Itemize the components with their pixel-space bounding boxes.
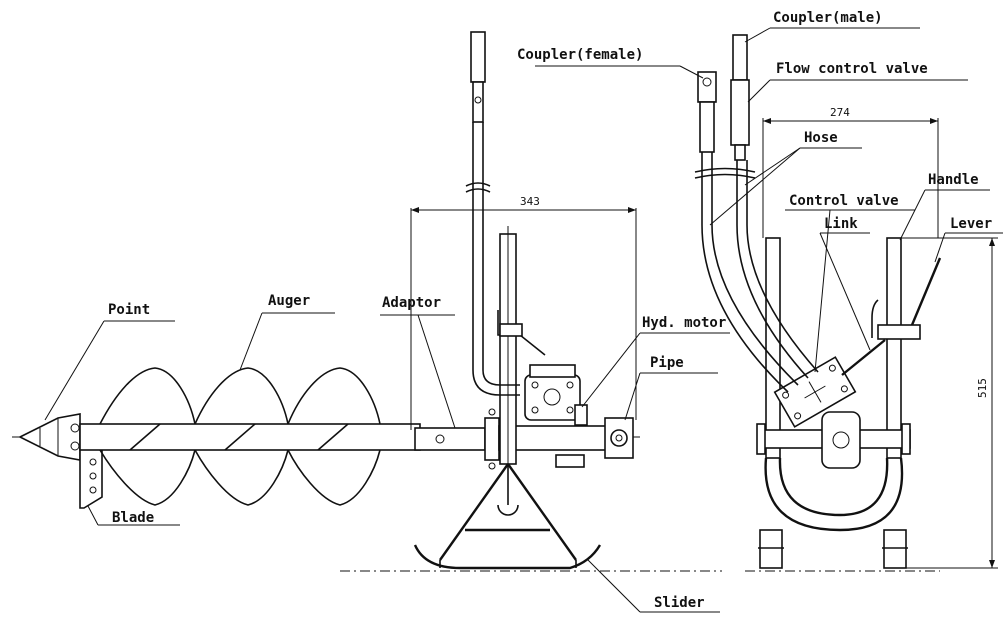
hyd-motor (524, 364, 588, 468)
label-flow-control-valve: Flow control valve (776, 61, 928, 77)
dimension-274-text: 274 (830, 106, 850, 119)
label-coupler-female: Coupler(female) (517, 47, 643, 63)
label-blade: Blade (112, 510, 154, 526)
label-link: Link (824, 216, 858, 232)
front-u-frame (764, 457, 904, 532)
auger-flights (99, 367, 381, 506)
label-auger: Auger (268, 293, 310, 309)
label-control-valve: Control valve (789, 193, 899, 209)
label-hose: Hose (804, 130, 838, 146)
label-coupler-male: Coupler(male) (773, 10, 883, 26)
front-handle-post (886, 237, 902, 459)
leader-lines (44, 27, 1003, 613)
label-handle: Handle (928, 172, 979, 188)
side-view: 343 (12, 31, 722, 572)
front-view: 274 515 (694, 34, 998, 572)
slider-frame (413, 463, 602, 570)
front-motor (821, 411, 861, 469)
front-left-post (765, 237, 781, 459)
adaptor (414, 427, 486, 451)
front-link (841, 339, 886, 376)
label-lever: Lever (950, 216, 992, 232)
pipe (498, 425, 610, 451)
front-left-foot (759, 529, 783, 569)
dimension-515: 515 (900, 237, 998, 569)
label-pipe: Pipe (650, 355, 684, 371)
front-hoses (694, 34, 819, 393)
coupling-flange (484, 417, 500, 461)
dimension-343-text: 343 (520, 195, 540, 208)
dimension-274: 274 (762, 106, 939, 238)
side-hose (465, 31, 546, 396)
label-point: Point (108, 302, 150, 318)
front-right-foot (883, 529, 907, 569)
labels: Point Auger Adaptor Blade Hyd. motor Pip… (108, 10, 992, 611)
dimension-515-text: 515 (976, 378, 989, 398)
label-slider: Slider (654, 595, 705, 611)
front-lever-bracket (877, 324, 921, 340)
dimension-343: 343 (410, 195, 637, 430)
front-lever (910, 257, 942, 326)
auger-point (18, 413, 81, 461)
label-adaptor: Adaptor (382, 295, 441, 311)
label-hyd-motor: Hyd. motor (642, 315, 726, 331)
